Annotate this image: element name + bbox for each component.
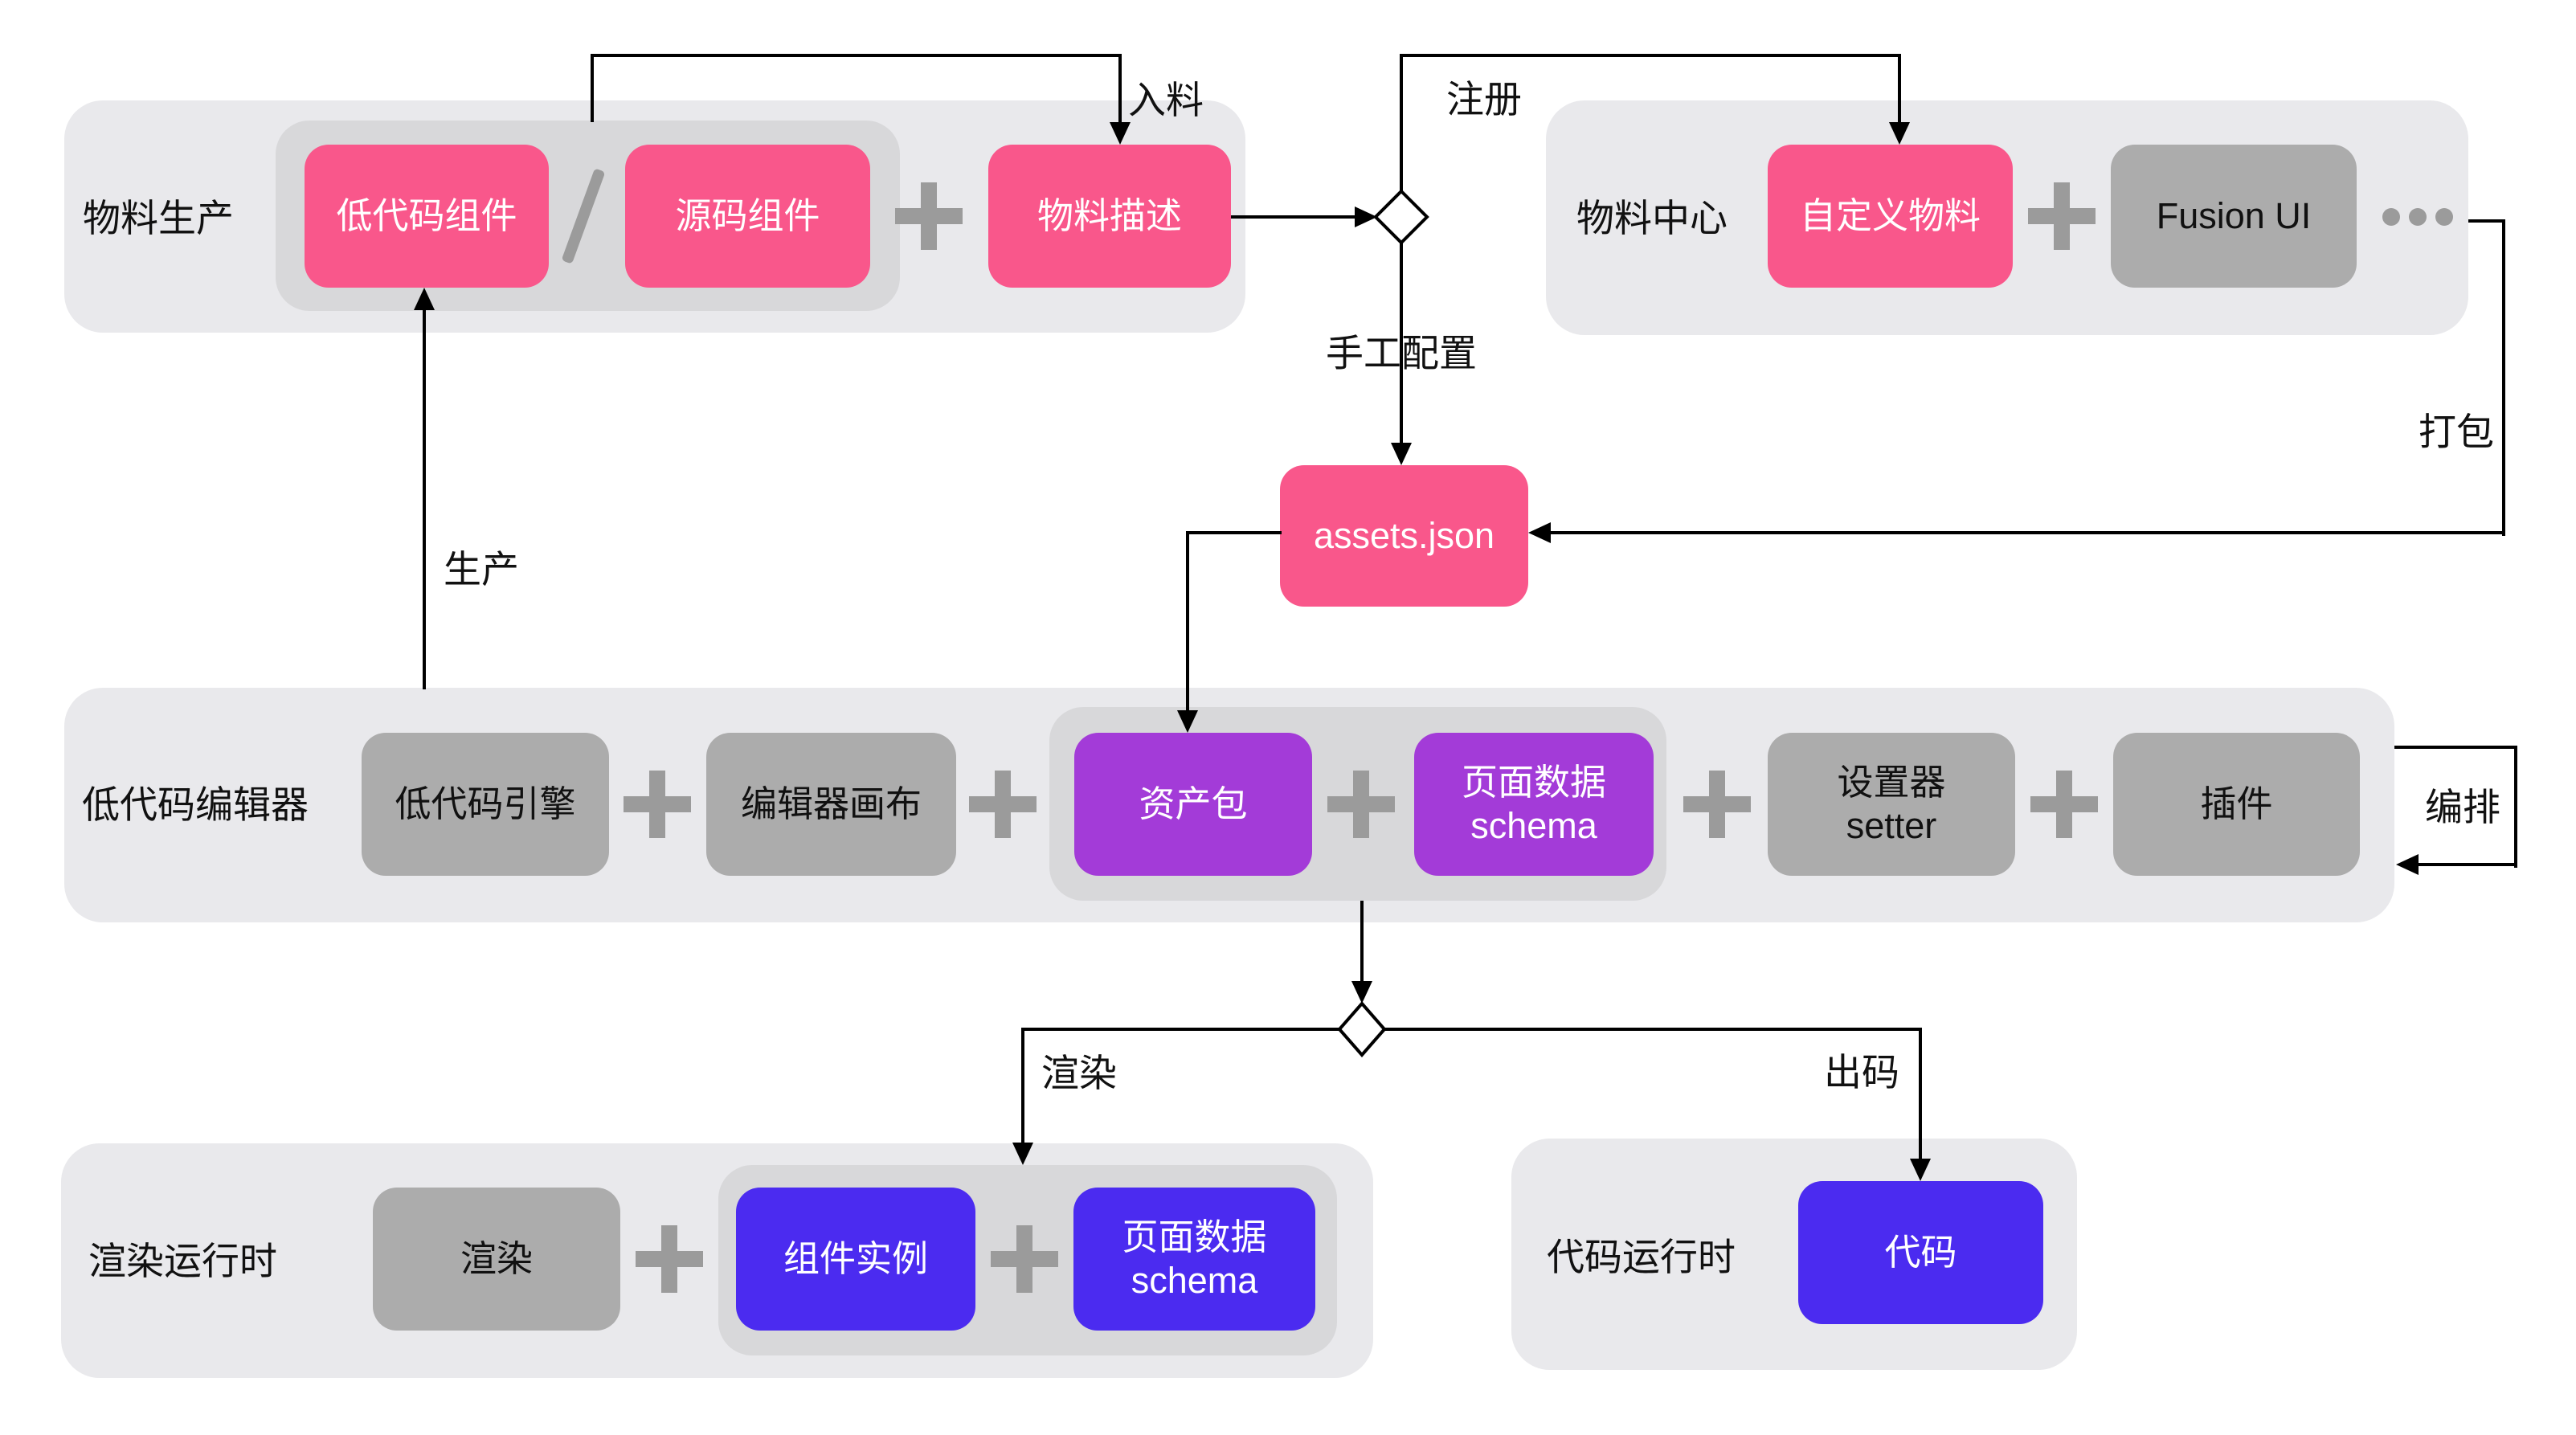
edge-orchestrate — [2394, 746, 2517, 749]
page-schema-line2: schema — [1470, 805, 1597, 846]
edge-codegen-branch — [1919, 1028, 1922, 1159]
label-material-production: 物料生产 — [83, 197, 234, 239]
setter-line1: 设置器 — [1837, 762, 1946, 803]
edge-matdesc-to-junction — [1231, 215, 1358, 219]
ellipsis-icon — [2382, 208, 2400, 226]
edge-render-branch — [1021, 1028, 1024, 1143]
edge-orchestrate — [2514, 746, 2517, 868]
edge-package — [2468, 219, 2505, 223]
page-schema-runtime-line1: 页面数据 — [1122, 1216, 1267, 1257]
node-editor-canvas: 编辑器画布 — [706, 733, 956, 876]
edge-package — [1548, 531, 2505, 534]
node-page-schema-runtime: 页面数据 schema — [1073, 1188, 1315, 1331]
edge-label-produce: 生产 — [444, 548, 519, 591]
arrowhead-assets-to-package — [1177, 710, 1198, 733]
page-schema-runtime-line2: schema — [1131, 1260, 1258, 1301]
page-schema-line1: 页面数据 — [1461, 762, 1606, 803]
plus-icon — [895, 182, 963, 250]
arrowhead-produce — [414, 288, 435, 310]
label-material-center: 物料中心 — [1576, 197, 1728, 239]
plus-icon — [636, 1225, 703, 1293]
label-code-runtime: 代码运行时 — [1547, 1236, 1736, 1278]
node-lowcode-component: 低代码组件 — [305, 145, 549, 288]
edge-label-codegen: 出码 — [1824, 1051, 1899, 1094]
node-page-schema: 页面数据 schema — [1414, 733, 1654, 876]
edge-render-branch — [1023, 1028, 1339, 1031]
edge-register — [1898, 54, 1901, 125]
edge-ingest — [591, 54, 1122, 57]
node-assets-json: assets.json — [1280, 465, 1528, 607]
node-lowcode-engine: 低代码引擎 — [362, 733, 609, 876]
edge-label-render: 渲染 — [1041, 1052, 1117, 1094]
node-code: 代码 — [1798, 1181, 2043, 1324]
edge-editor-to-junction — [1360, 901, 1364, 981]
junction-diamond-top — [1373, 189, 1429, 245]
plus-icon — [969, 771, 1037, 838]
node-plugin: 插件 — [2113, 733, 2360, 876]
edge-register — [1400, 54, 1901, 57]
ellipsis-icon — [2435, 208, 2453, 226]
plus-icon — [1683, 771, 1751, 838]
node-custom-material: 自定义物料 — [1768, 145, 2013, 288]
edge-codegen-branch — [1383, 1028, 1922, 1031]
label-lowcode-editor: 低代码编辑器 — [82, 783, 309, 826]
setter-line2: setter — [1846, 805, 1937, 846]
edge-orchestrate — [2415, 863, 2517, 866]
edge-manual-config — [1400, 241, 1403, 444]
edge-produce — [423, 309, 426, 689]
edge-label-package: 打包 — [2419, 411, 2494, 453]
arrowhead-codegen-branch — [1910, 1159, 1931, 1181]
node-asset-package: 资产包 — [1074, 733, 1312, 876]
edge-label-manual-config: 手工配置 — [1326, 332, 1477, 374]
arrowhead-register — [1889, 122, 1910, 145]
arrowhead-orchestrate — [2396, 854, 2419, 875]
node-setter: 设置器 setter — [1768, 733, 2015, 876]
node-material-description: 物料描述 — [988, 145, 1231, 288]
arrowhead-render-branch — [1012, 1143, 1033, 1165]
plus-icon — [2030, 771, 2098, 838]
arrowhead-manual-config — [1391, 443, 1412, 465]
node-render: 渲染 — [373, 1188, 620, 1331]
plus-icon — [991, 1225, 1058, 1293]
edge-package — [2502, 219, 2505, 536]
edge-ingest — [591, 54, 594, 122]
edge-assets-to-package — [1186, 531, 1189, 713]
arrowhead-ingest — [1110, 122, 1131, 145]
node-source-component: 源码组件 — [625, 145, 870, 288]
node-component-instance: 组件实例 — [736, 1188, 975, 1331]
label-render-runtime: 渲染运行时 — [88, 1240, 277, 1282]
node-fusion-ui: Fusion UI — [2111, 145, 2357, 288]
junction-diamond-bottom — [1337, 1001, 1387, 1057]
edge-assets-to-package — [1188, 531, 1282, 534]
arrowhead-package — [1528, 522, 1551, 543]
plus-icon — [1327, 771, 1395, 838]
edge-label-ingest: 入料 — [1128, 79, 1204, 121]
plus-icon — [624, 771, 691, 838]
ellipsis-icon — [2409, 208, 2427, 226]
edge-register — [1400, 54, 1403, 193]
edge-label-register: 注册 — [1446, 78, 1522, 121]
arrowhead-editor-to-junction — [1351, 981, 1372, 1004]
edge-ingest — [1118, 54, 1122, 125]
plus-icon — [2028, 182, 2096, 250]
edge-label-orchestrate: 编排 — [2425, 786, 2500, 828]
